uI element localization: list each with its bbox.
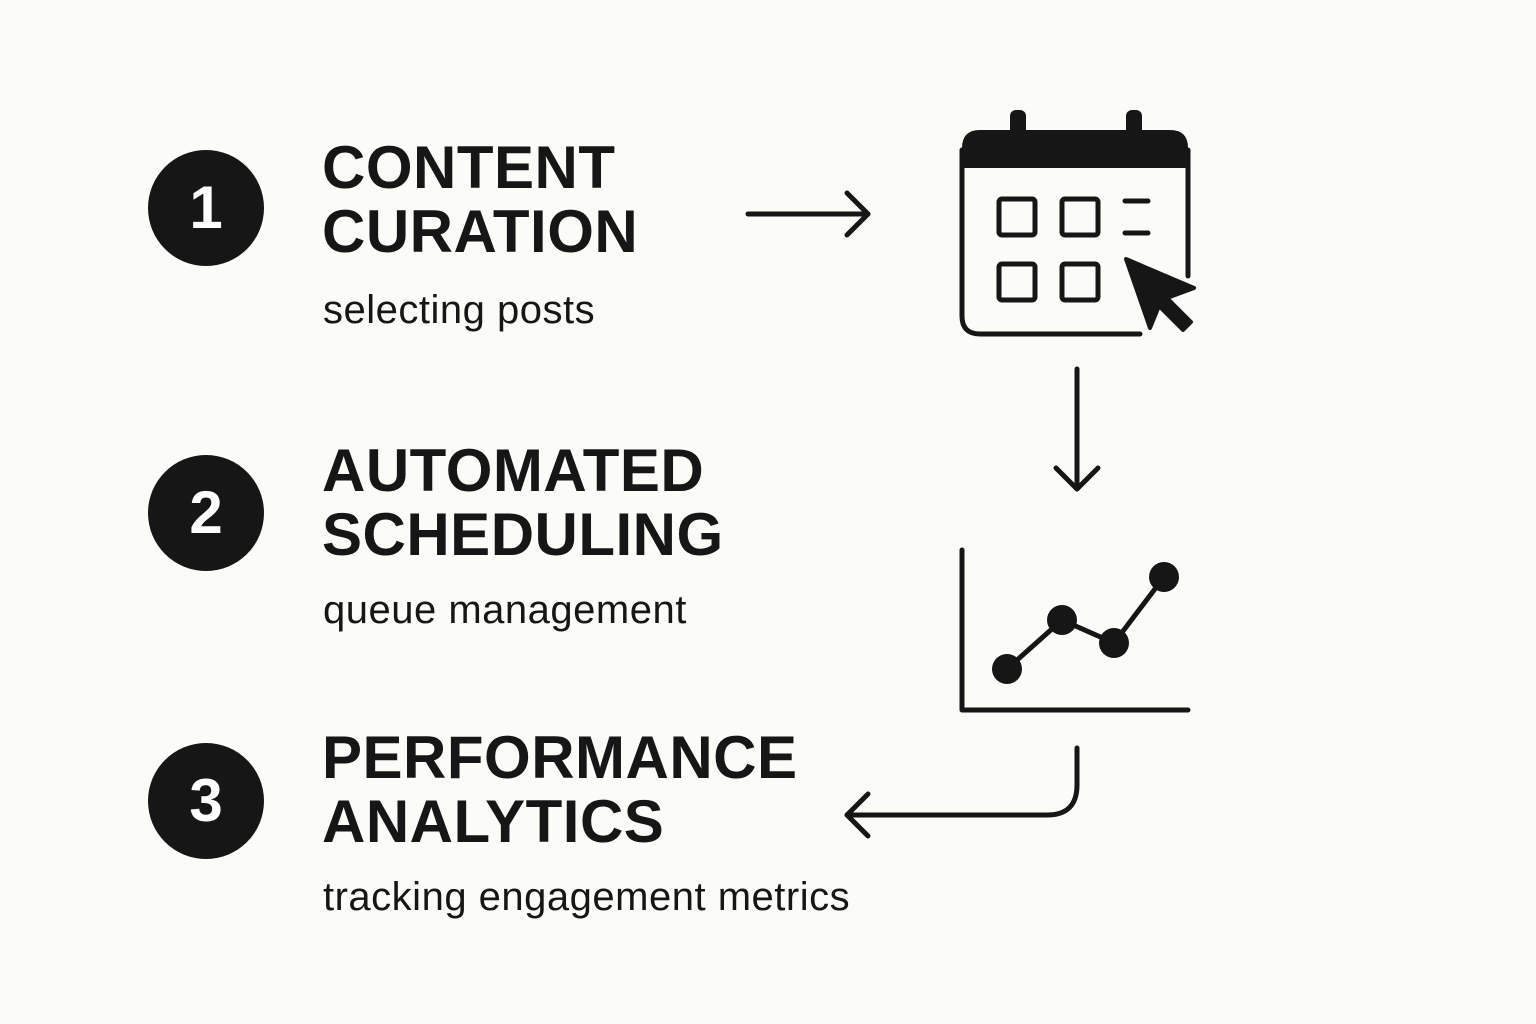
step-title: CONTENT CURATION <box>322 136 638 264</box>
calendar-grid-icon <box>959 110 1191 337</box>
step-title: AUTOMATED SCHEDULING <box>322 439 724 567</box>
step-title-line: CURATION <box>322 198 639 265</box>
cursor-arrow-icon <box>1124 257 1196 332</box>
step-title: PERFORMANCE ANALYTICS <box>322 726 798 854</box>
arrow-right-icon <box>745 190 871 238</box>
arrow-down-icon <box>1053 366 1101 492</box>
step-number-badge: 1 <box>148 150 264 266</box>
step-title-line: CONTENT <box>322 134 616 201</box>
step-subtitle: selecting posts <box>323 288 596 332</box>
step-subtitle: queue management <box>323 588 687 632</box>
arrow-return-left-icon <box>844 745 1080 839</box>
step-number-badge: 2 <box>148 455 264 571</box>
step-title-line: ANALYTICS <box>322 788 665 855</box>
step-subtitle: tracking engagement metrics <box>323 875 851 919</box>
step-title-line: SCHEDULING <box>322 501 724 568</box>
step-title-line: AUTOMATED <box>322 437 705 504</box>
step-number-badge: 3 <box>148 743 264 859</box>
line-chart-icon <box>959 547 1191 713</box>
step-title-line: PERFORMANCE <box>322 724 798 791</box>
